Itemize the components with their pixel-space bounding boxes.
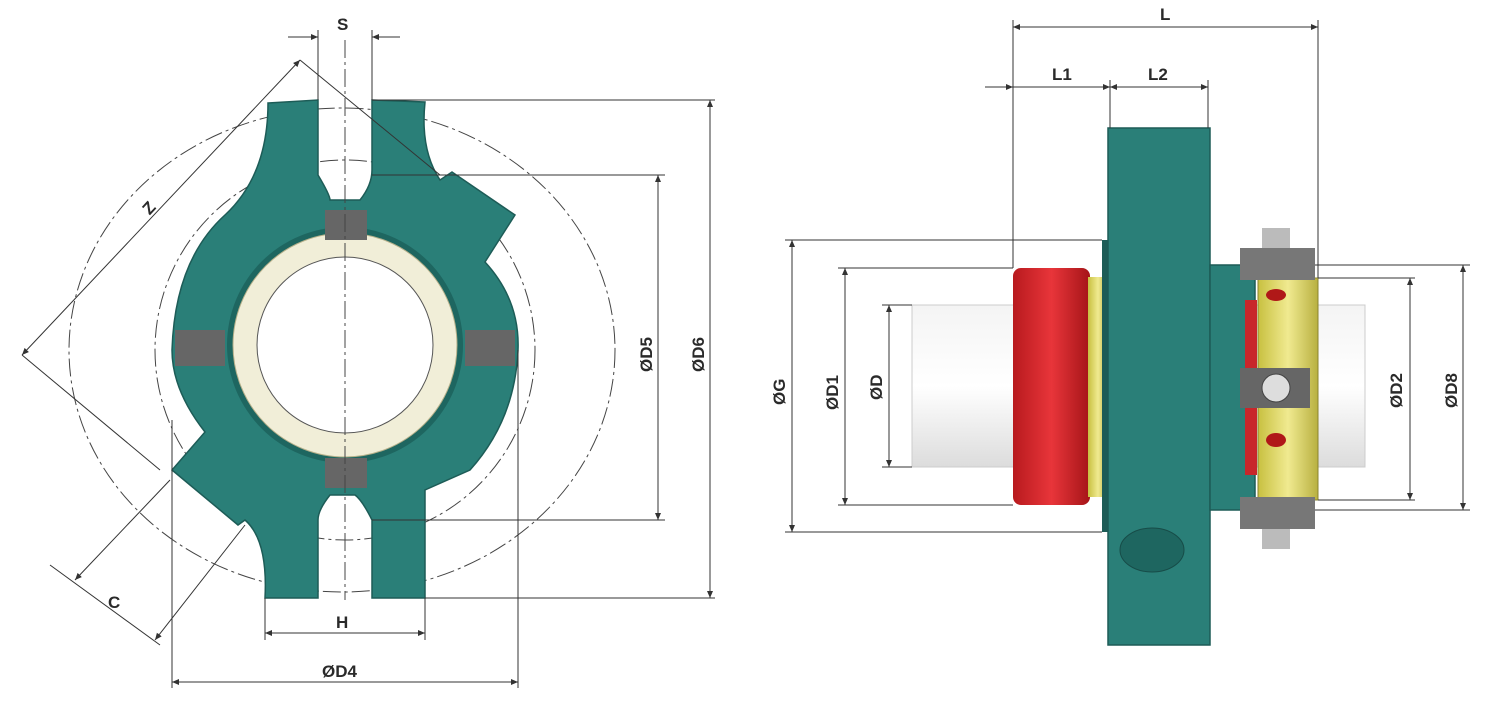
outer-centerline-circle	[68, 107, 616, 593]
dim-z-label: Z	[139, 198, 160, 219]
dim-d1-label: ØD1	[823, 375, 842, 410]
drive-lug-top	[325, 210, 367, 240]
dim-d5-label: ØD5	[637, 337, 656, 372]
dim-d6-label: ØD6	[689, 337, 708, 372]
dim-d2-label: ØD2	[1387, 373, 1406, 408]
dim-h-label: H	[336, 613, 348, 632]
dim-l1-label: L1	[1052, 65, 1072, 84]
front-view: S Z C H ØD4 ØD5 ØD6	[21, 15, 715, 688]
dim-d-label: ØD	[867, 375, 886, 401]
setscrew-hole	[1266, 289, 1286, 301]
drive-lug-left	[175, 330, 225, 366]
dim-c-label: C	[108, 593, 120, 612]
centering-clip-bottom	[1240, 497, 1315, 529]
dim-l-label: L	[1160, 5, 1170, 24]
port-hole	[1119, 527, 1185, 573]
clip-screw-bottom	[1262, 529, 1290, 549]
hex-socket-screw-icon	[1261, 373, 1291, 403]
side-view: L L1 L2 ØG ØD1 ØD ØD2 ØD8	[770, 5, 1470, 646]
drive-lug-right	[465, 330, 515, 366]
dim-d8-label: ØD8	[1442, 373, 1461, 408]
drive-lug-bottom	[325, 458, 367, 488]
setscrew-hole	[1266, 433, 1286, 447]
gasket	[1102, 240, 1112, 532]
centering-clip-top	[1240, 248, 1315, 280]
dim-s-label: S	[337, 15, 348, 34]
dim-d4-label: ØD4	[322, 662, 358, 681]
dim-l2-label: L2	[1148, 65, 1168, 84]
rotating-face-ring	[1013, 268, 1090, 505]
dim-g-label: ØG	[770, 379, 789, 405]
clip-screw-top	[1262, 228, 1290, 248]
